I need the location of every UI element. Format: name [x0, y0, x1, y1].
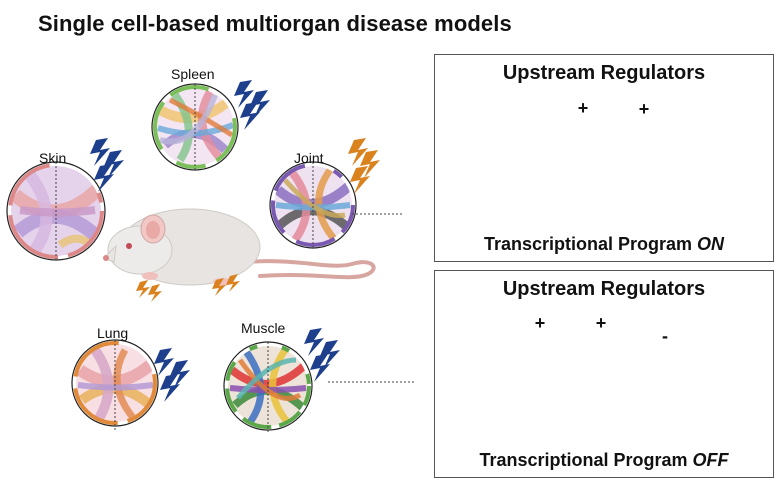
organ-label-joint: Joint	[294, 150, 324, 166]
bolt-group-joint	[348, 138, 380, 194]
off-square-sign: +	[595, 313, 607, 333]
mouse-illustration	[103, 208, 376, 286]
organ-label-skin: Skin	[39, 150, 67, 166]
joint-ring	[271, 163, 355, 247]
on-circle-sign: +	[577, 98, 589, 118]
organ-label-spleen: Spleen	[171, 66, 215, 82]
spleen-ring	[153, 85, 237, 169]
organ-label-lung: Lung	[97, 325, 129, 341]
off-circle-sign: +	[534, 313, 546, 333]
bolt-group-skin	[90, 138, 124, 192]
panel-off-caption: Transcriptional Program OFF	[479, 450, 729, 470]
panel-off-title: Upstream Regulators	[502, 278, 706, 300]
figure-title: Single cell-based multiorgan disease mod…	[38, 11, 512, 36]
lung-ring	[73, 341, 157, 425]
bolt-group-lung	[154, 348, 190, 402]
off-triangle-sign: -	[662, 326, 668, 346]
panel-on-caption: Transcriptional Program ON	[483, 234, 725, 254]
organ-label-muscle: Muscle	[241, 320, 286, 336]
bolt-group-muscle	[304, 328, 340, 382]
panel-program-off: Upstream Regulators Transcriptional Prog…	[434, 270, 774, 478]
panel-program-on: Upstream Regulators Transcriptional Prog…	[434, 54, 774, 262]
skin-ring	[8, 163, 104, 259]
bolt-group-spleen	[234, 80, 270, 130]
panel-on-title: Upstream Regulators	[502, 62, 706, 84]
bolt-group-paws	[136, 274, 240, 302]
on-square-sign: +	[638, 99, 650, 119]
